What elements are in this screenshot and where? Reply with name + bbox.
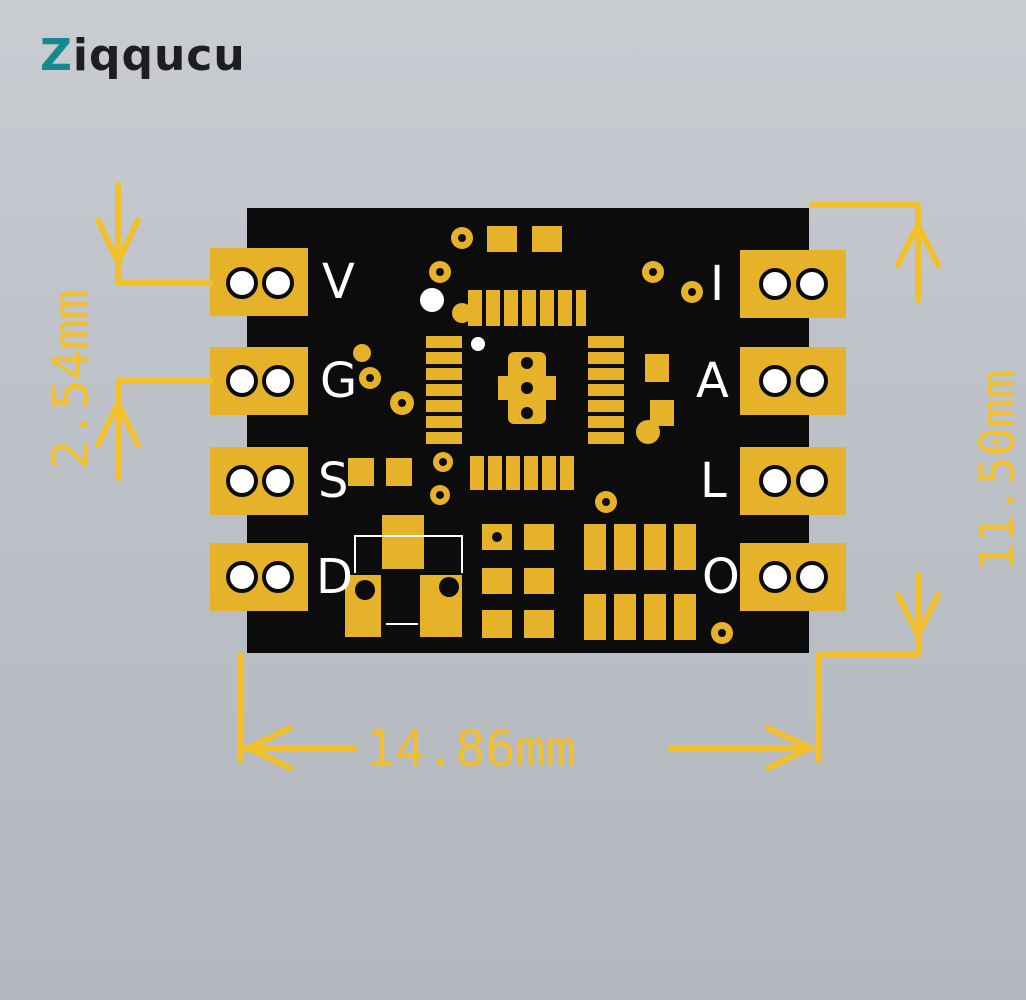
dimension-lines xyxy=(95,182,941,771)
dimension-pitch-label: 2.54mm xyxy=(42,289,100,470)
dimension-height-label: 11.50mm xyxy=(970,369,1026,572)
dimension-width-label: 14.86mm xyxy=(365,720,576,778)
ic-pads-right xyxy=(588,336,624,444)
brand-logo: Ziqqucu xyxy=(40,30,246,81)
right-pad-holes xyxy=(759,268,828,593)
pin-label-i: I xyxy=(710,256,725,312)
vias xyxy=(353,227,733,644)
smd-middle-bottom xyxy=(482,524,554,638)
fiducials xyxy=(420,288,485,351)
smd-s-row xyxy=(348,458,412,486)
ic-center-pad xyxy=(498,352,556,424)
right-pads xyxy=(740,250,846,611)
ic-pads-bottom xyxy=(470,456,574,490)
ic-pads-top xyxy=(468,290,586,326)
pin-label-d: D xyxy=(316,549,353,605)
ic-pads-left xyxy=(426,336,462,444)
smd-resistor-array xyxy=(584,524,696,640)
pin-label-s: S xyxy=(318,453,349,509)
left-pad-holes xyxy=(226,267,294,593)
sot-component xyxy=(345,515,462,637)
pin-label-a: A xyxy=(696,353,729,409)
pcb-diagram xyxy=(95,182,941,771)
pin-label-g: G xyxy=(320,353,358,409)
pin-label-l: L xyxy=(700,453,727,509)
smd-right xyxy=(636,354,674,444)
pin-label-v: V xyxy=(322,254,355,310)
pin-label-o: O xyxy=(702,549,740,605)
smd-top xyxy=(487,226,562,252)
